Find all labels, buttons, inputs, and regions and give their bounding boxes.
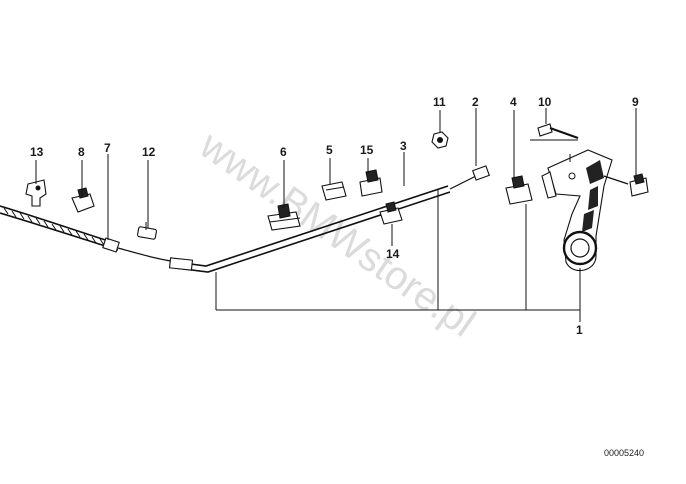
part-13: [25, 179, 47, 207]
part-9: [629, 173, 649, 197]
part-14: [379, 201, 403, 225]
part-1-lever: [541, 149, 629, 272]
watermark: www.BMWstore.pl: [191, 123, 483, 346]
part-4: [505, 175, 533, 205]
part-15: [359, 169, 383, 197]
callout-4: 4: [510, 95, 517, 109]
callout-7: 7: [104, 141, 111, 155]
callout-5: 5: [326, 143, 333, 157]
leader-lines: [35, 108, 637, 322]
callout-8: 8: [78, 145, 85, 159]
callout-13: 13: [30, 145, 44, 159]
callout-12: 12: [142, 145, 156, 159]
cable-3: [168, 165, 490, 273]
callout-6: 6: [280, 145, 287, 159]
callout-2: 2: [472, 95, 479, 109]
part-10: [537, 123, 579, 139]
callout-3: 3: [400, 139, 407, 153]
callout-9: 9: [632, 95, 639, 109]
callout-11: 11: [433, 95, 446, 109]
diagram-reference-code: 00005240: [604, 448, 644, 458]
part-5: [321, 181, 347, 201]
part-6: [267, 203, 301, 231]
callout-10: 10: [538, 95, 552, 109]
callout-14: 14: [386, 247, 400, 261]
callout-labels: 13 8 7 12 6 5 15 3 14 11 2 4 10 9 1: [30, 95, 639, 337]
part-8: [71, 187, 95, 213]
callout-15: 15: [360, 143, 374, 157]
part-12: [137, 222, 157, 240]
cable-7: [0, 205, 179, 263]
callout-1: 1: [576, 323, 583, 337]
part-11: [431, 131, 449, 149]
